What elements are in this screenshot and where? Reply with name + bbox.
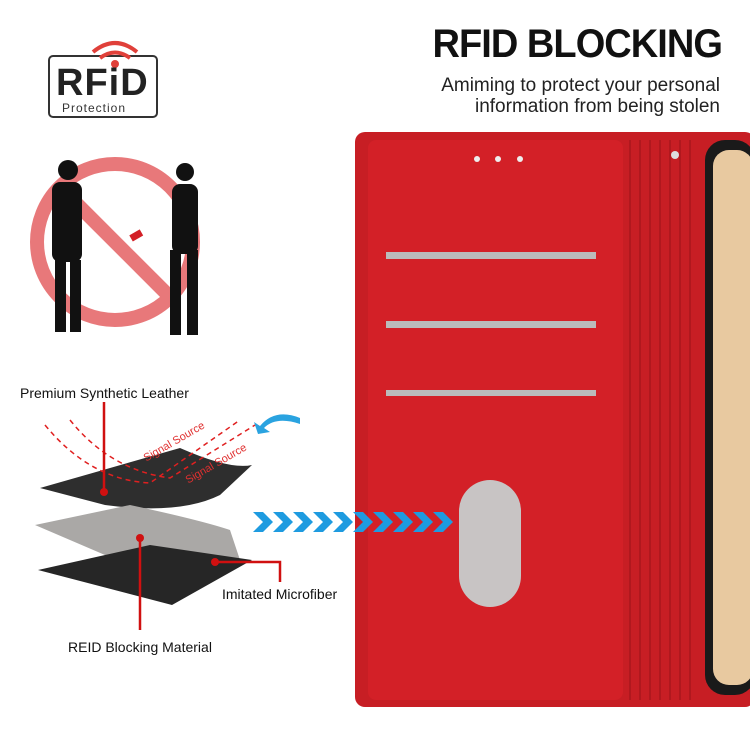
label-top-layer: Premium Synthetic Leather [20, 385, 189, 401]
layer-diagram [35, 402, 282, 630]
arrow-chevrons-icon [253, 512, 453, 532]
label-bottom-layer: Imitated Microfiber [222, 586, 338, 602]
subtitle-line-1: Amiming to protect your personal [441, 75, 720, 96]
label-middle-layer: REID Blocking Material [68, 639, 212, 655]
no-skimming-icon [30, 157, 200, 335]
wallet-case-image [355, 132, 750, 707]
wifi-signal-icon [91, 41, 139, 60]
logo-subtext: Protection [62, 101, 127, 115]
rfid-logo [48, 41, 158, 118]
curved-arrow-icon [254, 414, 300, 434]
subtitle-line-2: information from being stolen [474, 96, 720, 117]
logo-text: RFiD [56, 62, 149, 104]
page-title: RFID BLOCKING [432, 22, 722, 66]
